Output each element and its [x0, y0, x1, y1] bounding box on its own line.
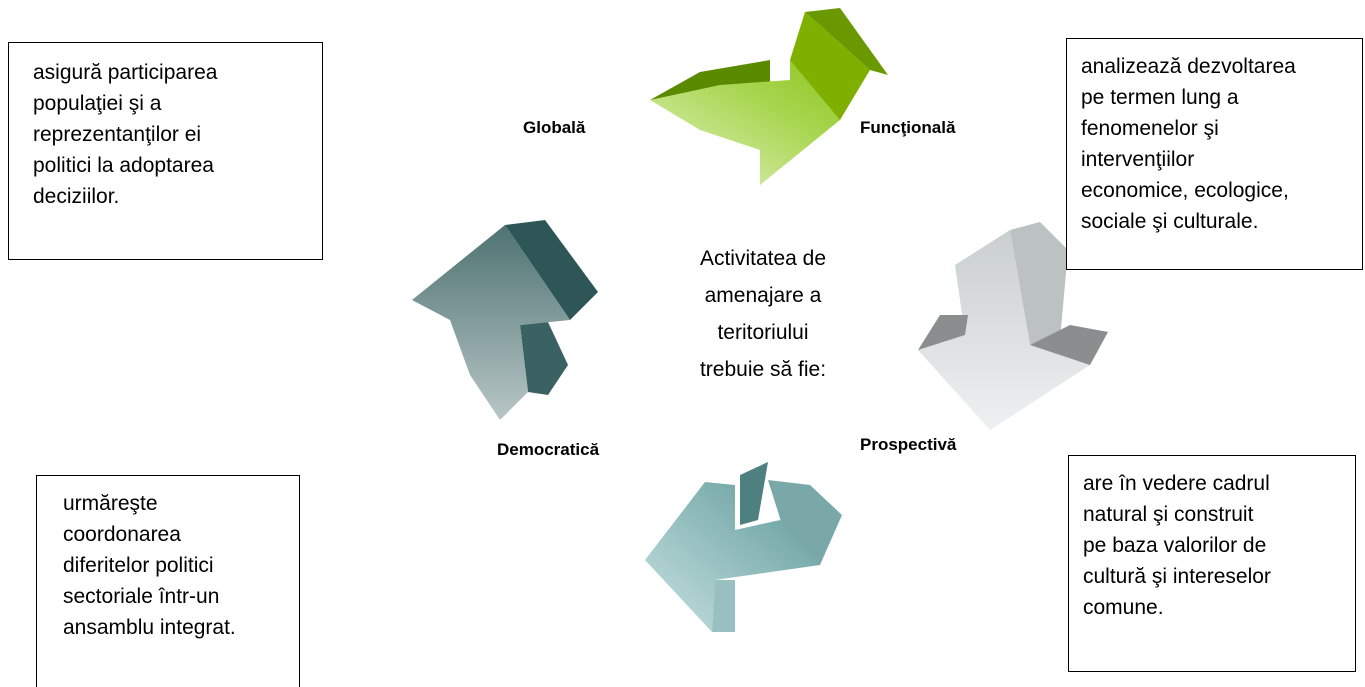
description-text: analizează dezvoltarea pe termen lung a … [1081, 55, 1296, 233]
description-text: asigură participarea populaţiei şi a rep… [33, 61, 218, 208]
dark-arrow-icon [412, 220, 598, 420]
label-functionala: Funcţională [860, 118, 956, 137]
description-box-globala: urmăreşte coordonarea diferitelor politi… [36, 475, 300, 687]
description-box-prospectiva: analizează dezvoltarea pe termen lung a … [1066, 38, 1363, 270]
label-globala: Globală [523, 118, 586, 137]
label-prospectiva: Prospectivă [860, 435, 957, 454]
center-caption: Activitatea de amenajare a teritoriului … [699, 247, 827, 381]
label-democratica: Democratică [497, 440, 600, 459]
description-box-functionala: are în vedere cadrul natural şi construi… [1068, 455, 1356, 672]
gray-arrow-icon [918, 222, 1108, 430]
teal-arrow-icon [645, 462, 842, 632]
description-box-democratica: asigură participarea populaţiei şi a rep… [8, 42, 323, 260]
green-arrow-icon [650, 8, 888, 185]
description-text: are în vedere cadrul natural şi construi… [1083, 472, 1271, 619]
description-text: urmăreşte coordonarea diferitelor politi… [63, 492, 236, 639]
